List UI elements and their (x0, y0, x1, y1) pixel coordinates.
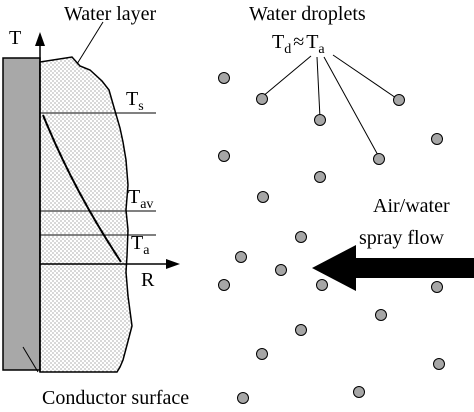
droplet (314, 171, 326, 183)
droplet (431, 281, 443, 293)
droplet (218, 150, 230, 162)
droplet (257, 191, 269, 203)
conductor-surface-label: Conductor surface (42, 387, 189, 409)
tav-label: Tav (128, 186, 153, 212)
droplet (373, 153, 385, 165)
temperature-profile-curve (42, 114, 122, 263)
td-subscript: d (284, 42, 291, 57)
droplet-leader-2 (316, 56, 321, 119)
conductor (2, 57, 41, 371)
tav-subscript: av (140, 197, 153, 212)
water-layer-label: Water layer (64, 3, 157, 25)
tav-symbol: T (128, 186, 140, 208)
droplet (295, 231, 307, 243)
droplets (218, 72, 445, 404)
ts-symbol: T (126, 88, 138, 110)
conductor-leader (22, 346, 39, 373)
droplet (393, 94, 405, 106)
spray-flow-label-line1: Air/water (373, 195, 450, 217)
r-axis-arrowhead (166, 259, 180, 269)
droplet (256, 93, 268, 105)
droplet (295, 324, 307, 336)
droplet (375, 309, 387, 321)
spray-flow-label-line2: spray flow (359, 227, 445, 249)
droplet (431, 133, 443, 145)
droplet (218, 279, 230, 291)
droplet (314, 114, 326, 126)
droplet-leader-1 (261, 55, 312, 98)
t-axis-label: T (9, 27, 21, 49)
water-droplets-label: Water droplets (249, 3, 366, 25)
spray-flow-arrow (312, 245, 474, 291)
t-axis-arrowhead (35, 32, 45, 46)
ta-subscript: a (318, 42, 325, 57)
droplet (353, 386, 365, 398)
droplet (316, 279, 328, 291)
ta-symbol: T (306, 31, 318, 53)
droplet (433, 358, 445, 370)
droplet-leader-4 (332, 54, 400, 101)
td-approx-ta-label: Td≈Ta (272, 31, 325, 57)
ts-subscript: s (138, 99, 143, 114)
droplet-leader-3 (323, 56, 380, 158)
droplet (237, 392, 249, 404)
ta-axis-subscript: a (143, 243, 150, 258)
td-symbol: T (272, 31, 284, 53)
droplet (256, 348, 268, 360)
ta-axis-symbol: T (131, 232, 143, 254)
ts-label: Ts (126, 88, 144, 114)
droplet (235, 251, 247, 263)
r-axis-label: R (141, 269, 155, 291)
ta-label: Ta (131, 232, 150, 258)
droplet (218, 72, 230, 84)
water-layer (39, 56, 133, 373)
approx-symbol: ≈ (293, 31, 304, 53)
droplet (275, 264, 287, 276)
water-layer-leader (76, 21, 104, 65)
